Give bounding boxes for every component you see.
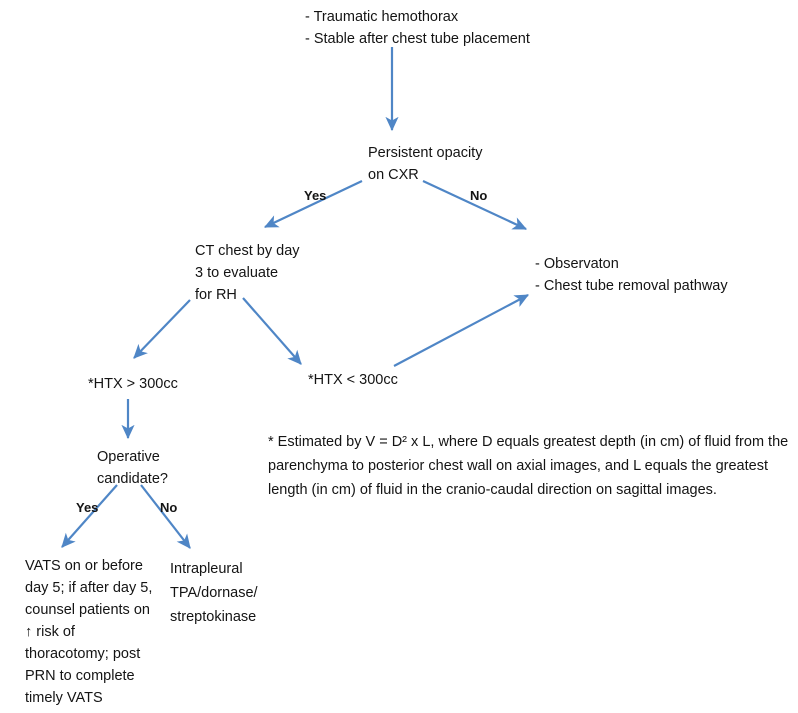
node-intrapleural-line-3: streptokinase bbox=[170, 609, 257, 625]
arrow-opacity-yes-to-ct bbox=[264, 180, 363, 228]
node-intrapleural: Intrapleural TPA/dornase/ streptokinase bbox=[170, 557, 258, 629]
node-operative-candidate-line-2: candidate? bbox=[97, 471, 168, 487]
node-ct-chest: CT chest by day 3 to evaluate for RH bbox=[195, 240, 300, 306]
node-ct-chest-line-3: for RH bbox=[195, 287, 237, 303]
node-vats-line-3: counsel patients on bbox=[25, 602, 150, 618]
footnote-line-1: * Estimated by V = D² x L, where D equal… bbox=[268, 434, 789, 450]
node-observation-line-1: - Observaton bbox=[535, 256, 619, 272]
node-operative-candidate-line-1: Operative bbox=[97, 449, 160, 465]
node-start: - Traumatic hemothorax - Stable after ch… bbox=[305, 6, 530, 50]
node-start-line-2: - Stable after chest tube placement bbox=[305, 31, 530, 47]
volume-estimation-footnote: * Estimated by V = D² x L, where D equal… bbox=[268, 430, 788, 502]
node-persistent-opacity-line-2: on CXR bbox=[368, 167, 419, 183]
node-observation: - Observaton - Chest tube removal pathwa… bbox=[535, 253, 728, 297]
node-vats: VATS on or before day 5; if after day 5,… bbox=[25, 555, 152, 709]
edge-label-operative-no: No bbox=[160, 500, 178, 515]
node-vats-line-2: day 5; if after day 5, bbox=[25, 580, 153, 596]
node-intrapleural-line-2: TPA/dornase/ bbox=[170, 585, 258, 601]
footnote-line-3: length (in cm) of fluid in the cranio-ca… bbox=[268, 482, 717, 498]
edge-label-operative-yes: Yes bbox=[76, 500, 99, 515]
arrow-operative-yes-to-vats bbox=[61, 484, 118, 548]
arrow-operative-no-to-intrapleural bbox=[140, 484, 191, 549]
node-htx-high: *HTX > 300cc bbox=[88, 376, 178, 392]
edge-label-cxr-no: No bbox=[470, 188, 488, 203]
arrow-ct-to-htx-high bbox=[133, 299, 191, 359]
footnote-line-2: parenchyma to posterior chest wall on ax… bbox=[268, 458, 768, 474]
node-htx-low: *HTX < 300cc bbox=[308, 372, 398, 388]
arrow-opacity-no-to-observation bbox=[422, 180, 527, 230]
node-vats-line-4: ↑ risk of bbox=[25, 624, 75, 640]
node-vats-line-7: timely VATS bbox=[25, 690, 103, 706]
arrow-htx-low-to-observation bbox=[393, 294, 529, 367]
node-intrapleural-line-1: Intrapleural bbox=[170, 561, 243, 577]
node-persistent-opacity-line-1: Persistent opacity bbox=[368, 145, 483, 161]
node-vats-line-1: VATS on or before bbox=[25, 558, 143, 574]
node-observation-line-2: - Chest tube removal pathway bbox=[535, 278, 728, 294]
node-ct-chest-line-2: 3 to evaluate bbox=[195, 265, 279, 281]
node-start-line-1: - Traumatic hemothorax bbox=[305, 9, 459, 25]
node-persistent-opacity: Persistent opacity on CXR bbox=[368, 142, 482, 186]
arrow-ct-to-htx-low bbox=[242, 297, 302, 365]
node-operative-candidate: Operative candidate? bbox=[97, 446, 168, 490]
node-vats-line-6: PRN to complete bbox=[25, 668, 135, 684]
edge-label-cxr-yes: Yes bbox=[304, 188, 327, 203]
node-ct-chest-line-1: CT chest by day bbox=[195, 243, 300, 259]
node-vats-line-5: thoracotomy; post bbox=[25, 646, 141, 662]
